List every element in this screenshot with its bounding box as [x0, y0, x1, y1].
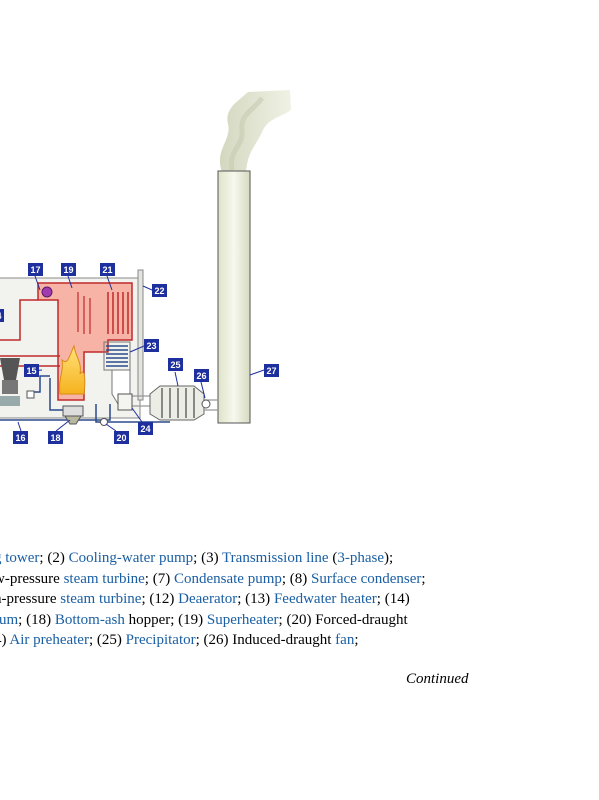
- continued-label: Continued: [406, 671, 469, 687]
- svg-text:17: 17: [30, 265, 40, 275]
- caption-link[interactable]: Transmission line: [222, 550, 329, 566]
- caption-text: );: [384, 550, 394, 566]
- caption-text: ; (2): [39, 550, 69, 566]
- boiler-furnace: [37, 282, 133, 401]
- caption-line: g tower; (2) Cooling-water pump; (3) Tra…: [0, 548, 599, 569]
- caption-text: ; (18): [18, 611, 55, 628]
- caption-text: ; (12): [141, 591, 179, 607]
- caption-text: ;: [354, 632, 359, 648]
- duct-22: [137, 269, 144, 401]
- valve-15: [26, 390, 35, 399]
- caption-text: h-pressure: [0, 591, 61, 607]
- caption-link[interactable]: steam turbine: [60, 591, 142, 607]
- caption-link[interactable]: rum: [0, 611, 19, 628]
- power-plant-diagram: 17 19 21 22 4 23 15 25 26 27 16 18 20 24: [0, 90, 291, 444]
- caption-link[interactable]: Condensate pump: [173, 570, 282, 587]
- caption-link[interactable]: fan: [335, 632, 355, 648]
- svg-text:26: 26: [196, 371, 206, 381]
- svg-text:4: 4: [0, 311, 2, 321]
- caption-text: hopper; (19): [124, 611, 207, 628]
- caption-text: ; (14): [376, 591, 410, 607]
- bottom-ash-hopper: [62, 405, 84, 425]
- return-line: [0, 299, 38, 341]
- caption-line: rum; (18) Bottom-ash hopper; (19) Superh…: [0, 610, 599, 631]
- caption-text: ; (3): [193, 550, 223, 566]
- svg-text:22: 22: [154, 286, 164, 296]
- callout-18: 18: [48, 431, 63, 444]
- caption-text: ; (26) Induced-draught: [195, 632, 336, 648]
- caption-link[interactable]: 3-phase: [337, 550, 384, 566]
- callout-24: 24: [138, 422, 153, 435]
- caption-line: w-pressure steam turbine; (7) Condensate…: [0, 569, 599, 590]
- svg-text:18: 18: [50, 433, 60, 443]
- precipitator: [149, 385, 205, 421]
- caption-text: ; (8): [281, 570, 312, 587]
- air-preheater: [117, 393, 133, 411]
- induced-draught-fan: [201, 399, 211, 409]
- caption-link[interactable]: Bottom-ash: [54, 611, 125, 628]
- svg-text:19: 19: [63, 265, 73, 275]
- caption-link[interactable]: Cooling-water pump: [68, 550, 194, 566]
- caption-text: ; (13): [237, 591, 274, 607]
- caption-text: w-pressure: [0, 570, 64, 587]
- callout-21: 21: [100, 263, 115, 276]
- caption-link[interactable]: Precipitator: [125, 632, 196, 648]
- callout-25: 25: [168, 358, 183, 371]
- callout-22: 22: [152, 284, 167, 297]
- callout-15: 15: [24, 364, 39, 377]
- leader-lines: [17, 275, 265, 432]
- callout-26: 26: [194, 369, 209, 382]
- caption-text: (: [328, 550, 338, 566]
- callout-16: 16: [13, 431, 28, 444]
- callout-23: 23: [144, 339, 159, 352]
- callout-20: 20: [114, 431, 129, 444]
- smoke-plume: [219, 90, 291, 172]
- caption-link[interactable]: g tower: [0, 550, 40, 566]
- caption-line: h-pressure steam turbine; (12) Deaerator…: [0, 589, 599, 610]
- caption-link[interactable]: Deaerator: [178, 591, 238, 607]
- caption-line: 4) Air preheater; (25) Precipitator; (26…: [0, 630, 599, 651]
- coal-pulveriser: [0, 358, 20, 406]
- callout-17: 17: [28, 263, 43, 276]
- caption-link[interactable]: Superheater: [206, 611, 279, 628]
- chimney: [217, 170, 251, 424]
- svg-text:21: 21: [102, 265, 112, 275]
- svg-text:24: 24: [140, 424, 150, 434]
- pump-20: [100, 418, 108, 426]
- caption-link[interactable]: Surface condenser: [311, 570, 422, 587]
- caption-link[interactable]: Feedwater heater: [273, 591, 377, 607]
- caption-text: 4): [0, 632, 7, 648]
- svg-text:16: 16: [15, 433, 25, 443]
- caption-link[interactable]: Air preheater: [9, 632, 89, 648]
- svg-text:27: 27: [266, 366, 276, 376]
- svg-text:15: 15: [26, 366, 36, 376]
- svg-text:20: 20: [116, 433, 126, 443]
- caption-link[interactable]: steam turbine: [63, 570, 145, 587]
- caption-text: ; (7): [144, 570, 174, 587]
- svg-text:23: 23: [146, 341, 156, 351]
- callout-4: 4: [0, 309, 4, 322]
- caption-text: ; (25): [88, 632, 126, 648]
- figure-caption: g tower; (2) Cooling-water pump; (3) Tra…: [0, 548, 599, 651]
- svg-text:25: 25: [170, 360, 180, 370]
- caption-text: ; (20) Forced-draught: [278, 611, 408, 628]
- callout-27: 27: [264, 364, 279, 377]
- caption-text: ;: [421, 570, 426, 587]
- callout-19: 19: [61, 263, 76, 276]
